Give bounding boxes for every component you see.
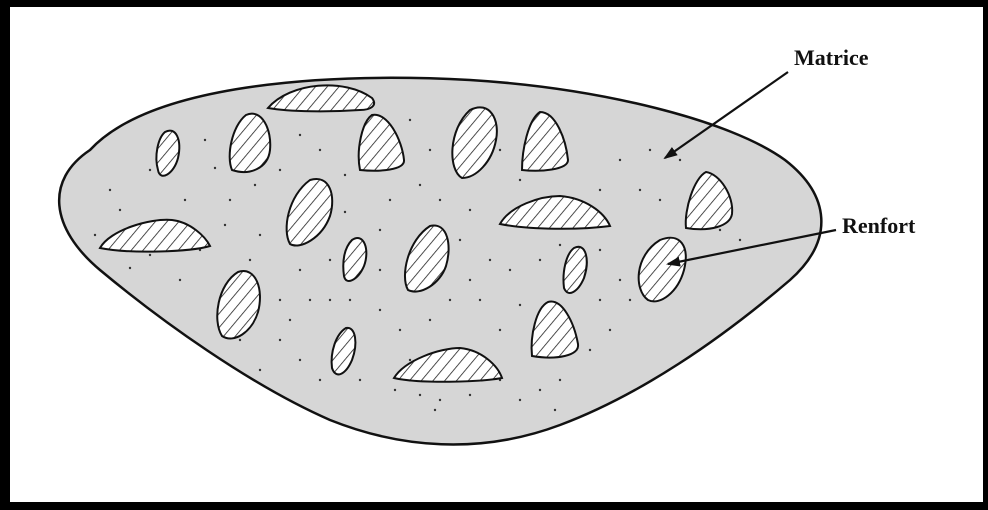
matrice-label: Matrice <box>794 47 869 69</box>
matrix-dot <box>519 399 521 401</box>
matrix-dot <box>599 299 601 301</box>
matrix-dot <box>599 249 601 251</box>
matrix-dot <box>254 184 256 186</box>
matrix-dot <box>509 269 511 271</box>
matrix-dot <box>409 119 411 121</box>
matrix-dot <box>469 279 471 281</box>
matrix-dot <box>184 199 186 201</box>
matrix-dot <box>359 379 361 381</box>
matrix-dot <box>499 149 501 151</box>
matrix-dot <box>179 279 181 281</box>
matrix-dot <box>434 409 436 411</box>
matrix-dot <box>429 149 431 151</box>
matrix-dot <box>289 319 291 321</box>
matrix-dot <box>394 389 396 391</box>
matrix-dot <box>554 409 556 411</box>
matrix-dot <box>499 329 501 331</box>
matrix-dot <box>259 369 261 371</box>
matrix-dot <box>389 199 391 201</box>
matrix-dot <box>329 299 331 301</box>
matrix-dot <box>659 199 661 201</box>
matrix-dot <box>599 189 601 191</box>
matrix-dot <box>119 209 121 211</box>
matrix-dot <box>379 229 381 231</box>
matrix-dot <box>519 179 521 181</box>
matrix-dot <box>539 389 541 391</box>
matrix-dot <box>439 399 441 401</box>
matrix-dot <box>469 209 471 211</box>
matrix-dot <box>639 189 641 191</box>
matrix-dot <box>719 229 721 231</box>
matrix-dot <box>459 239 461 241</box>
matrix-dot <box>279 339 281 341</box>
matrix-dot <box>649 149 651 151</box>
matrix-dot <box>429 319 431 321</box>
matrix-dot <box>319 379 321 381</box>
matrix-dot <box>214 167 216 169</box>
matrix-dot <box>419 184 421 186</box>
matrix-dot <box>539 259 541 261</box>
matrix-dot <box>489 259 491 261</box>
matrix-dot <box>379 309 381 311</box>
matrix-dot <box>319 149 321 151</box>
matrix-dot <box>249 259 251 261</box>
matrix-dot <box>399 329 401 331</box>
matrix-dot <box>279 169 281 171</box>
matrix-dot <box>259 234 261 236</box>
matrix-dot <box>109 189 111 191</box>
matrix-dot <box>329 259 331 261</box>
matrix-dot <box>129 267 131 269</box>
matrix-dot <box>349 299 351 301</box>
matrix-dot <box>299 359 301 361</box>
matrix-dot <box>419 394 421 396</box>
matrix-dot <box>589 349 591 351</box>
matrix-dot <box>344 174 346 176</box>
matrix-dot <box>239 339 241 341</box>
matrix-dot <box>469 394 471 396</box>
matrix-dot <box>629 299 631 301</box>
matrix-dot <box>299 269 301 271</box>
matrix-dot <box>149 169 151 171</box>
matrix-dot <box>479 299 481 301</box>
matrix-dot <box>609 329 611 331</box>
matrix-dot <box>309 299 311 301</box>
matrix-dot <box>679 159 681 161</box>
matrix-dot <box>519 304 521 306</box>
matrix-dot <box>559 379 561 381</box>
matrix-dot <box>619 279 621 281</box>
matrix-dot <box>94 234 96 236</box>
matrix-dot <box>409 359 411 361</box>
matrix-dot <box>439 199 441 201</box>
matrix-dot <box>229 199 231 201</box>
matrix-dot <box>379 269 381 271</box>
renfort-label: Renfort <box>842 215 915 237</box>
matrix-dot <box>559 244 561 246</box>
matrix-dot <box>449 299 451 301</box>
matrix-dot <box>739 239 741 241</box>
matrix-dot <box>299 134 301 136</box>
matrix-dot <box>204 139 206 141</box>
matrix-dot <box>279 299 281 301</box>
matrix-dot <box>149 254 151 256</box>
matrix-dot <box>619 159 621 161</box>
matrix-dot <box>344 211 346 213</box>
matrix-dot <box>224 224 226 226</box>
